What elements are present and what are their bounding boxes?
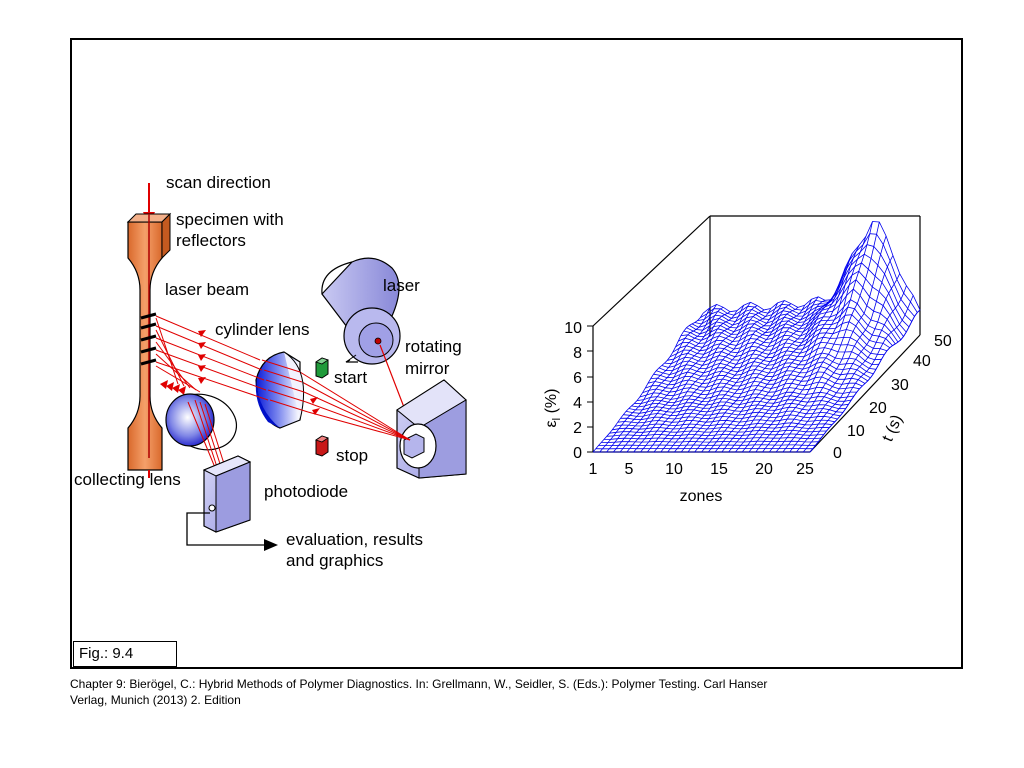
surface-zone-line: [680, 303, 792, 453]
y-tick-30: 30: [891, 377, 909, 394]
surface-zone-line: [809, 309, 921, 453]
x-tick-10: 10: [665, 461, 683, 478]
surface-zone-line: [755, 236, 867, 453]
label-cylinder-lens: cylinder lens: [215, 320, 310, 339]
x-tick-15: 15: [710, 461, 728, 478]
z-axis-label: εl (%): [543, 389, 563, 428]
surface-zone-line: [707, 296, 819, 453]
y-tick-40: 40: [913, 353, 931, 370]
z-tick-10: 10: [564, 320, 582, 337]
surface-zone-line: [687, 307, 799, 453]
surface-zone-line: [653, 309, 765, 453]
surface-zone-line: [701, 299, 812, 453]
surface-zone-line: [633, 305, 745, 453]
figure-number-label: Fig.: 9.4: [73, 641, 177, 667]
label-scan-direction: scan direction: [166, 173, 271, 192]
surface-zone-line: [667, 302, 778, 453]
surface-zone-line: [728, 285, 839, 453]
collecting-lens: [165, 393, 237, 451]
surface-zone-line: [721, 299, 833, 453]
caption-line-1: Chapter 9: Bierögel, C.: Hybrid Methods …: [70, 677, 768, 691]
surface-zone-line: [796, 285, 907, 453]
figure-frame: [70, 38, 963, 669]
surface-zone-line: [694, 305, 806, 453]
y-tick-10: 10: [847, 423, 865, 440]
surface-zone-line: [619, 311, 731, 453]
label-photodiode: photodiode: [264, 482, 348, 501]
surface-zone-line: [762, 221, 873, 453]
surface-mesh: [592, 221, 921, 453]
evaluation-arrow: [186, 512, 266, 546]
surface-zone-line: [674, 300, 785, 453]
surface-zone-line: [768, 221, 880, 453]
x-axis-label: zones: [680, 488, 723, 505]
label-specimen-line1: specimen with: [176, 210, 284, 229]
label-rotating-line2: mirror: [405, 359, 450, 378]
label-evaluation-line1: evaluation, results: [286, 530, 423, 549]
z-tick-2: 2: [573, 420, 582, 437]
label-laser: laser: [383, 276, 420, 295]
surface-zone-line: [782, 255, 894, 453]
label-start: start: [334, 368, 367, 387]
beam-arrowheads: [198, 330, 320, 415]
photodiode: [202, 455, 252, 533]
x-tick-25: 25: [796, 461, 814, 478]
surface-zone-line: [626, 310, 738, 453]
y-tick-20: 20: [869, 400, 887, 417]
surface-time-line: [667, 336, 885, 361]
surface-zone-line: [646, 305, 758, 453]
evaluation-arrowhead: [264, 539, 278, 551]
label-stop: stop: [336, 446, 368, 465]
surface-zone-line: [640, 302, 751, 453]
x-tick-1: 1: [589, 461, 598, 478]
label-specimen-line2: reflectors: [176, 231, 246, 250]
y-tick-50: 50: [934, 333, 952, 350]
z-tick-6: 6: [573, 370, 582, 387]
surface-zone-line: [802, 295, 914, 453]
surface-zone-line: [592, 313, 704, 453]
label-collecting-lens: collecting lens: [74, 470, 181, 489]
reflectors: [140, 312, 157, 366]
strain-surface-plot: 0 2 4 6 8 10 1 5 10 15 20 25 0 10 20 30 …: [543, 215, 952, 505]
laser: [321, 257, 401, 365]
return-arrowheads: [160, 380, 186, 395]
parallel-beams: [155, 315, 309, 413]
caption-line-2: Verlag, Munich (2013) 2. Edition: [70, 693, 241, 707]
rotating-mirror: [396, 379, 467, 479]
surface-zone-line: [599, 307, 711, 453]
surface-zone-line: [612, 306, 724, 453]
scan-beams-fan: [299, 371, 411, 441]
surface-zone-line: [714, 299, 826, 453]
surface-zone-line: [606, 304, 717, 453]
z-axis-ticks: [587, 325, 593, 453]
lens-to-photodiode-beams: [187, 399, 227, 471]
stop-sensor: [315, 435, 329, 457]
surface-zone-line: [775, 235, 887, 453]
z-tick-4: 4: [573, 395, 582, 412]
label-evaluation-line2: and graphics: [286, 551, 383, 570]
surface-time-line: [686, 279, 904, 337]
z-tick-8: 8: [573, 345, 582, 362]
surface-zone-line: [789, 273, 901, 453]
y-tick-0: 0: [833, 445, 842, 462]
label-rotating-line1: rotating: [405, 337, 462, 356]
return-beams: [155, 317, 201, 393]
specimen: [126, 212, 172, 478]
z-tick-0: 0: [573, 445, 582, 462]
surface-zone-line: [735, 267, 846, 453]
x-tick-5: 5: [625, 461, 634, 478]
surface-zone-line: [748, 245, 860, 453]
y-axis-label: t (s): [879, 412, 906, 444]
figure-caption: Chapter 9: Bierögel, C.: Hybrid Methods …: [70, 676, 990, 708]
label-laser-beam: laser beam: [165, 280, 249, 299]
start-sensor: [315, 357, 329, 379]
surface-zone-line: [741, 253, 853, 453]
x-tick-20: 20: [755, 461, 773, 478]
optical-setup: scan direction specimen with reflectors …: [74, 173, 467, 570]
surface-zone-line: [660, 308, 772, 453]
